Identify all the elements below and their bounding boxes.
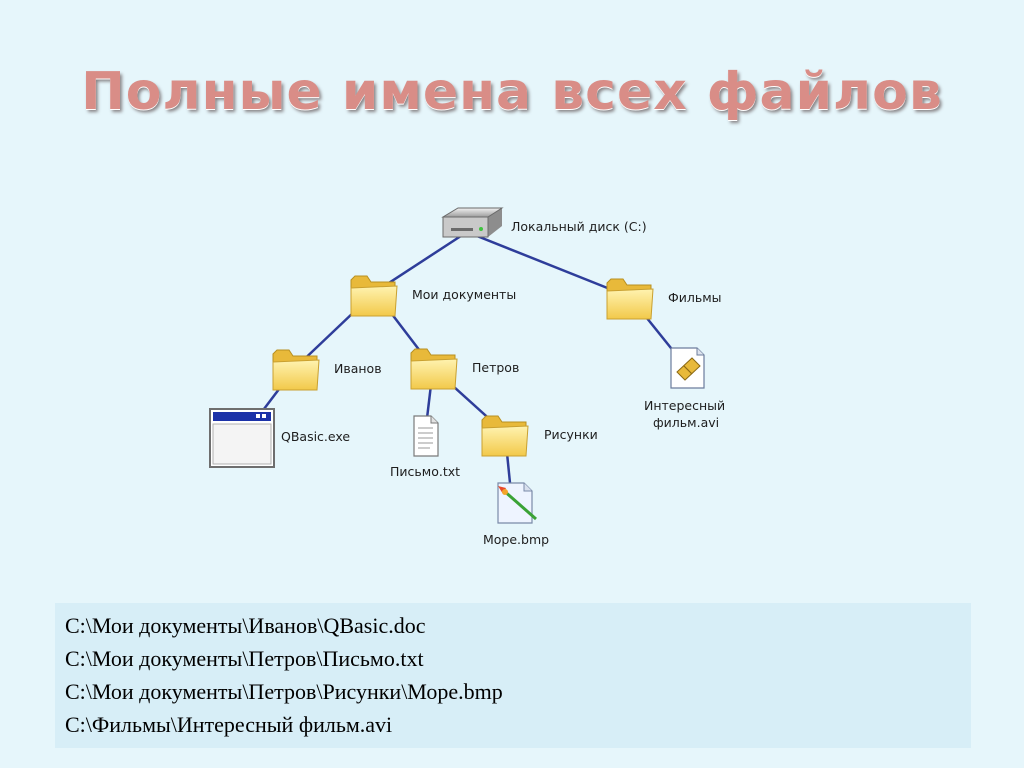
node-label-sea: Море.bmp (483, 532, 549, 547)
node-label-pictures: Рисунки (544, 427, 598, 442)
node-label-movie-line2: фильм.avi (653, 415, 719, 430)
node-label-disk: Локальный диск (C:) (511, 219, 647, 234)
folder-icon (606, 278, 654, 320)
video-file-icon (670, 347, 705, 389)
path-line: C:\Фильмы\Интересный фильм.avi (65, 712, 393, 737)
path-line: C:\Мои документы\Иванов\QBasic.doc (65, 613, 426, 638)
image-file-icon (497, 482, 537, 524)
node-label-letter: Письмо.txt (390, 464, 460, 479)
file-tree-diagram: Локальный диск (C:) Мои документы Фильмы… (209, 207, 725, 547)
text-file-icon (413, 415, 439, 457)
disk-icon (441, 207, 504, 238)
node-label-ivanov: Иванов (334, 361, 382, 376)
node-label-my-documents: Мои документы (412, 287, 516, 302)
folder-icon (410, 348, 458, 390)
folder-icon (272, 349, 320, 391)
folder-icon (350, 275, 398, 317)
node-label-movie-line1: Интересный (644, 398, 725, 413)
path-line: C:\Мои документы\Петров\Рисунки\Море.bmp (65, 679, 503, 704)
folder-icon (481, 415, 529, 457)
node-label-films: Фильмы (668, 290, 722, 305)
node-label-petrov: Петров (472, 360, 519, 375)
path-line: C:\Мои документы\Петров\Письмо.txt (65, 646, 424, 671)
application-window-icon (209, 408, 275, 468)
connector-disk-films (466, 230, 631, 299)
node-label-qbasic: QBasic.exe (281, 429, 350, 444)
slide-title: Полные имена всех файлов (81, 62, 943, 122)
full-paths-list: C:\Мои документы\Иванов\QBasic.doc C:\Мо… (55, 603, 971, 748)
